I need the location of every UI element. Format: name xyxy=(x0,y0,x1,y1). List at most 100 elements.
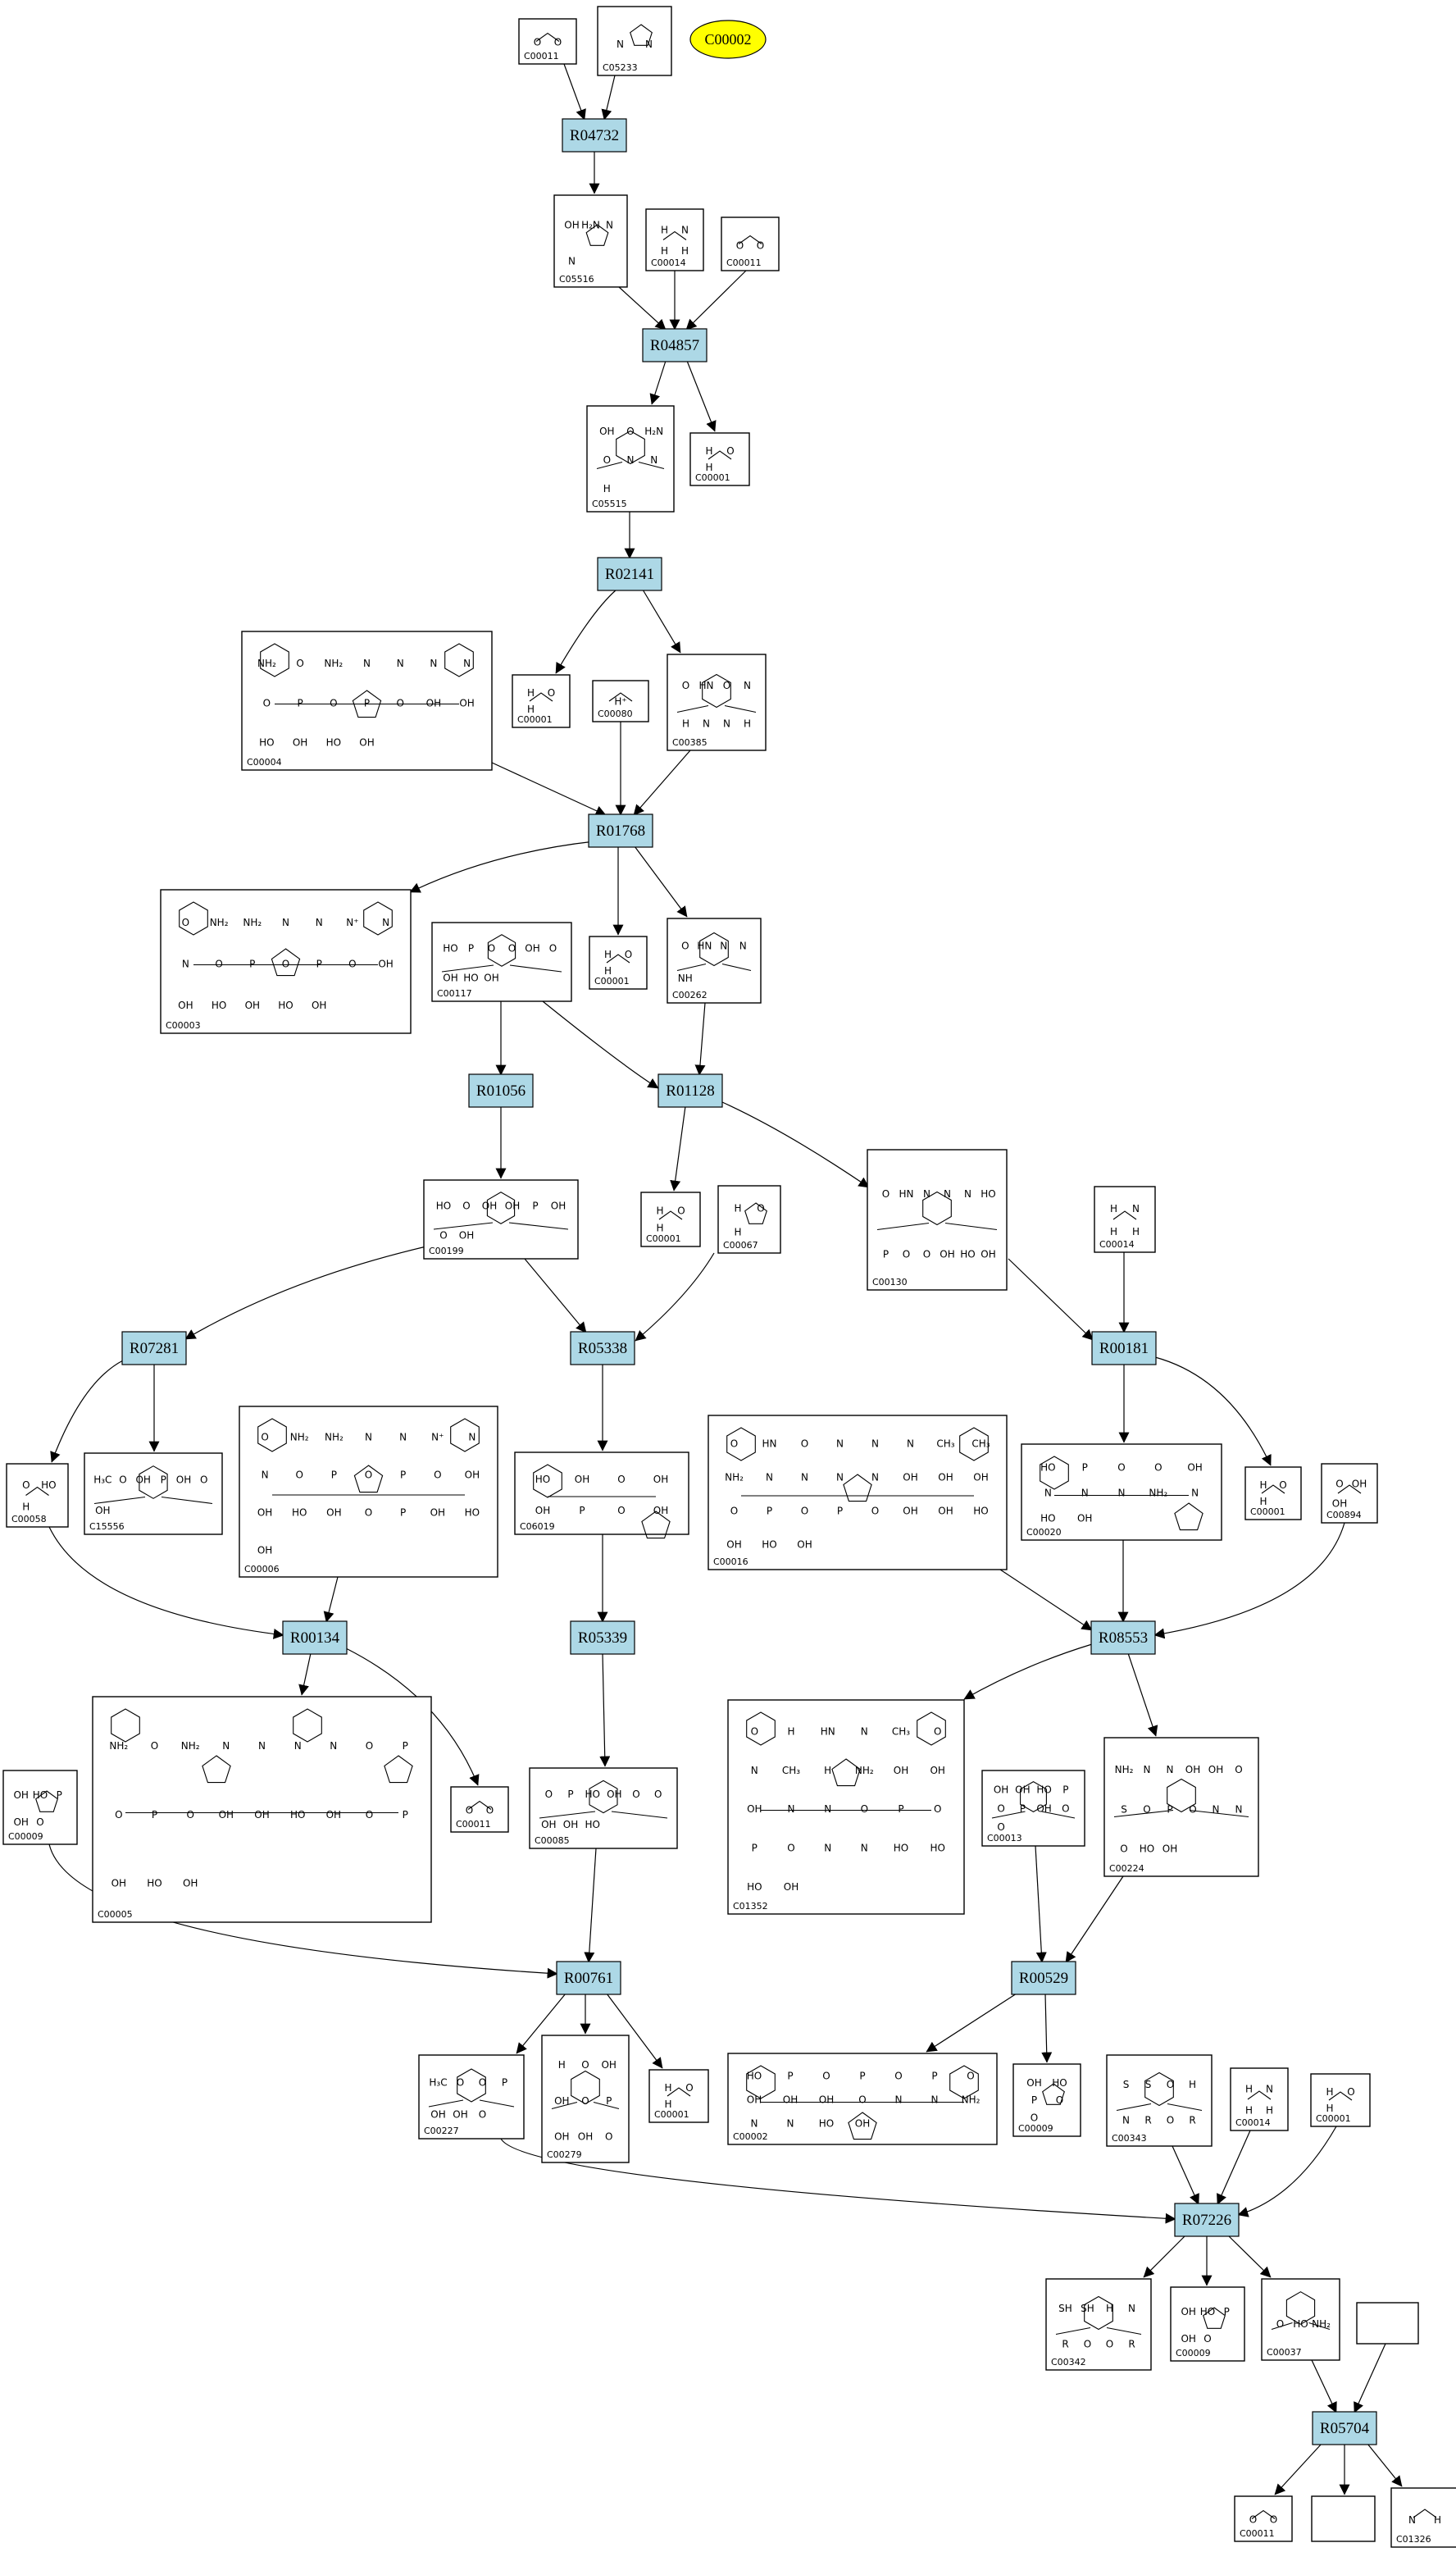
compound-box[interactable] xyxy=(84,1452,223,1535)
compound-box[interactable] xyxy=(867,1149,1008,1291)
compound-box[interactable] xyxy=(1103,1737,1259,1877)
compound-box[interactable] xyxy=(597,6,672,76)
compound-box[interactable] xyxy=(727,1699,965,1915)
highlight-ellipse[interactable] xyxy=(689,20,767,59)
compound-box[interactable] xyxy=(529,1767,678,1849)
reaction-box[interactable] xyxy=(597,557,662,591)
compound-box[interactable] xyxy=(6,1463,69,1528)
compound-box[interactable] xyxy=(1356,2302,1419,2345)
compound-box[interactable] xyxy=(1321,1463,1378,1524)
compound-box[interactable] xyxy=(667,654,767,751)
compound-box[interactable] xyxy=(1094,1186,1156,1253)
compound-box[interactable] xyxy=(553,194,628,288)
compound-box[interactable] xyxy=(1244,1466,1302,1520)
compound-box[interactable] xyxy=(1170,2286,1245,2362)
compound-box[interactable] xyxy=(1021,1443,1222,1541)
compound-box[interactable] xyxy=(981,1770,1085,1847)
compound-box[interactable] xyxy=(592,680,649,722)
reaction-box[interactable] xyxy=(1312,2411,1377,2445)
compound-box[interactable] xyxy=(1234,2495,1293,2542)
reaction-r02141[interactable]: R02141 xyxy=(597,557,662,591)
compound-box[interactable] xyxy=(1261,2278,1340,2361)
reaction-r07226[interactable]: R07226 xyxy=(1174,2203,1240,2237)
compound-box[interactable] xyxy=(708,1415,1008,1570)
reaction-r04732[interactable]: R04732 xyxy=(562,118,627,153)
reaction-r00529[interactable]: R00529 xyxy=(1011,1961,1076,1995)
compound-c00080[interactable]: H⁺C00080 xyxy=(592,680,649,722)
reaction-box[interactable] xyxy=(562,118,627,153)
compound-box[interactable] xyxy=(1230,2067,1289,2131)
reaction-r01768[interactable]: R01768 xyxy=(588,813,653,848)
compound-box[interactable] xyxy=(512,674,571,728)
compound-blank-a[interactable] xyxy=(1356,2302,1419,2345)
reaction-r01128[interactable]: R01128 xyxy=(657,1073,723,1108)
compound-box[interactable] xyxy=(717,1185,781,1254)
reaction-r00181[interactable]: R00181 xyxy=(1091,1331,1157,1365)
compound-box[interactable] xyxy=(518,18,577,65)
compound-box[interactable] xyxy=(1045,2278,1152,2371)
reaction-box[interactable] xyxy=(588,813,653,848)
compound-box[interactable] xyxy=(648,2069,709,2123)
compound-box[interactable] xyxy=(727,2053,998,2145)
highlighted-compound[interactable]: C00002 xyxy=(689,20,767,59)
compound-blank-b[interactable] xyxy=(1311,2495,1376,2542)
compound-box[interactable] xyxy=(1106,2054,1213,2147)
compound-box[interactable] xyxy=(514,1451,689,1535)
reaction-box[interactable] xyxy=(282,1620,348,1655)
reaction-r05704[interactable]: R05704 xyxy=(1312,2411,1377,2445)
reaction-box[interactable] xyxy=(570,1331,635,1365)
compound-box[interactable] xyxy=(645,208,704,271)
compound-box[interactable] xyxy=(160,889,412,1034)
reaction-box[interactable] xyxy=(1011,1961,1076,1995)
reaction-r08553[interactable]: R08553 xyxy=(1090,1620,1156,1655)
reaction-r05338[interactable]: R05338 xyxy=(570,1331,635,1365)
compound-box[interactable] xyxy=(640,1192,701,1247)
compound-box[interactable] xyxy=(431,922,572,1002)
compound-box[interactable] xyxy=(92,1696,432,1923)
reaction-box[interactable] xyxy=(468,1073,534,1108)
compound-box[interactable] xyxy=(2,1770,78,1845)
reaction-r01056[interactable]: R01056 xyxy=(468,1073,534,1108)
compound-box[interactable] xyxy=(1310,2073,1371,2127)
reaction-box[interactable] xyxy=(1174,2203,1240,2237)
